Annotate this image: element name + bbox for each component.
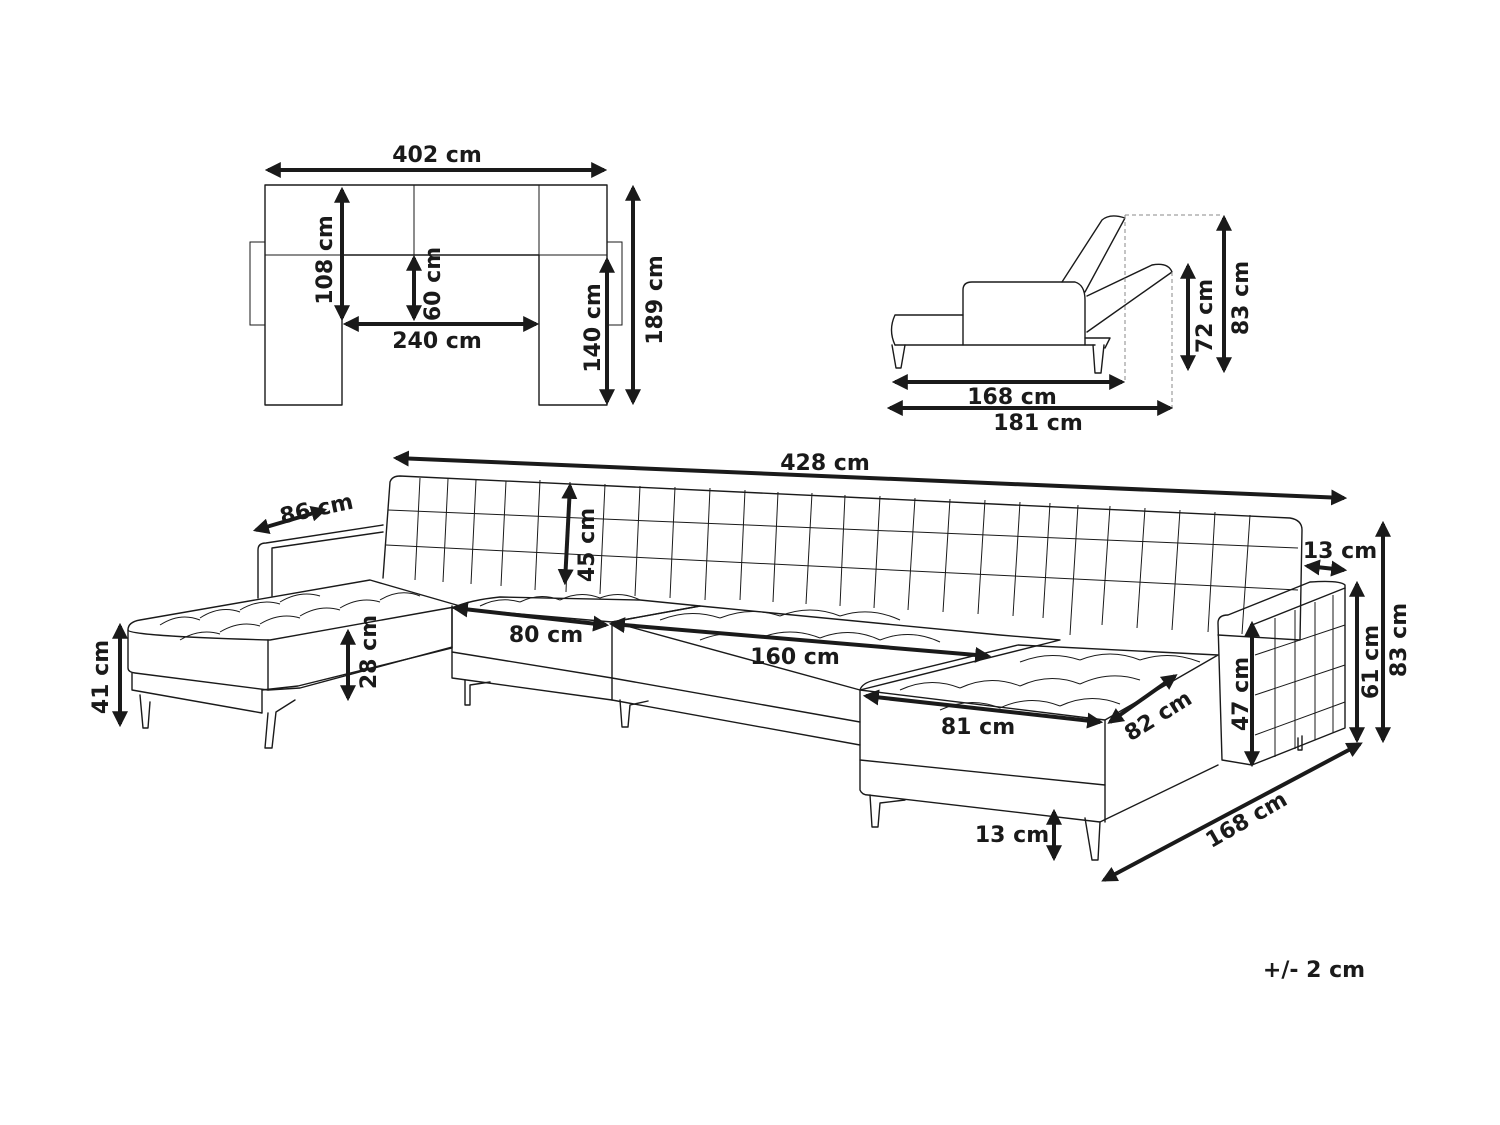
armrest-length-label: 86 cm <box>278 490 356 530</box>
right-armrest-top <box>606 241 623 326</box>
seat-160-width-label: 160 cm <box>750 645 840 670</box>
top-width-label: 402 cm <box>392 143 482 168</box>
top-back-depth-label: 108 cm <box>313 215 338 305</box>
top-view: 402 cm 108 cm 60 cm 240 cm 140 cm 189 cm <box>249 143 668 406</box>
seat-80 <box>451 596 701 623</box>
armrest-height-label: 61 cm <box>1359 625 1384 699</box>
tolerance-label: +/- 2 cm <box>1263 958 1365 983</box>
backrest <box>382 475 1303 641</box>
left-armrest <box>257 524 384 599</box>
armrest-inner-height-label: 47 cm <box>1229 657 1254 731</box>
top-chaise-length-label: 140 cm <box>581 283 606 373</box>
top-inner-depth-label: 60 cm <box>421 247 446 321</box>
right-chaise <box>859 644 1219 721</box>
seat-height-label: 41 cm <box>89 640 114 714</box>
total-height-label: 83 cm <box>1387 603 1412 677</box>
seat-80-width-label: 80 cm <box>509 623 583 648</box>
side-view: 168 cm 181 cm 72 cm 83 cm <box>886 214 1254 436</box>
main-view: 428 cm 86 cm 45 cm 28 cm 41 cm 80 cm 160… <box>89 450 1412 882</box>
side-reclined-height-label: 72 cm <box>1193 279 1218 353</box>
total-width-label: 428 cm <box>780 451 870 476</box>
top-depth-label: 189 cm <box>643 255 668 345</box>
side-height-label: 83 cm <box>1229 261 1254 335</box>
right-armrest <box>1217 580 1346 766</box>
side-reclined-length-label: 181 cm <box>993 411 1083 436</box>
left-armrest-top <box>249 241 266 326</box>
top-inner-width-label: 240 cm <box>392 329 482 354</box>
chaise-width-label: 81 cm <box>941 715 1015 740</box>
left-chaise <box>127 579 461 641</box>
seat-160 <box>611 605 1061 691</box>
backrest-height-label: 45 cm <box>575 508 600 582</box>
chaise-side-height-label: 28 cm <box>357 615 382 689</box>
leg-height-label: 13 cm <box>975 823 1049 848</box>
armrest-width-label: 13 cm <box>1303 539 1377 564</box>
backrest-tufting <box>385 477 1299 635</box>
chaise-depth-label: 82 cm <box>1120 686 1196 747</box>
